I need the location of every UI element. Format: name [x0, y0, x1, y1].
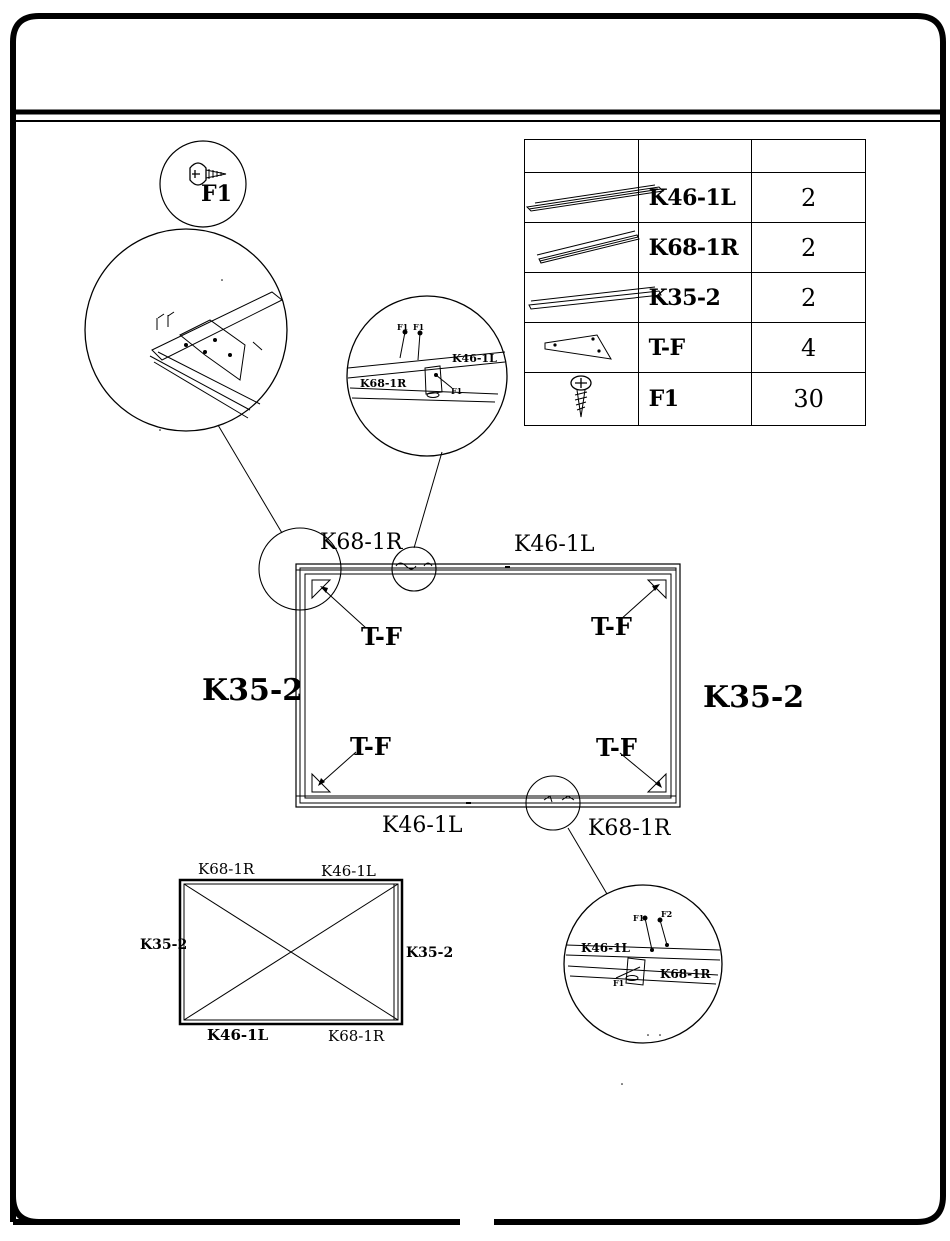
callout-f1-label: F1	[633, 913, 644, 923]
callout-part-label: K46-1L	[581, 941, 630, 955]
table-row: T-F 4	[525, 323, 866, 373]
table-row: F1 30	[525, 373, 866, 426]
callout-f1-label: F1	[613, 978, 624, 988]
small-frame-label-top-left: K68-1R	[198, 860, 254, 878]
frame-label-bottom-right: K68-1R	[588, 816, 670, 841]
part-quantity: 4	[752, 323, 866, 373]
bracket-label: T-F	[350, 732, 391, 761]
table-header-cell	[525, 140, 639, 173]
part-quantity: 2	[752, 223, 866, 273]
table-row: K68-1R 2	[525, 223, 866, 273]
small-frame-label-bottom-left: K46-1L	[207, 1026, 268, 1044]
rail-icon	[525, 225, 645, 265]
frame-label-left: K35-2	[202, 673, 303, 708]
parts-list-table: K46-1L 2 K68-1R 2 K35-2 2 T-F	[524, 139, 866, 426]
callout-f1-label: F1	[413, 322, 424, 332]
bracket-label: T-F	[591, 612, 632, 641]
part-quantity: 2	[752, 273, 866, 323]
table-header-row	[525, 140, 866, 173]
part-code: F1	[638, 373, 752, 426]
callout-f1-label: F1	[397, 322, 408, 332]
callout-f2-label: F2	[661, 909, 672, 919]
table-header-cell	[752, 140, 866, 173]
corner-bracket-icon	[541, 325, 621, 365]
callout-part-label: K68-1R	[660, 967, 710, 981]
frame-label-top-left: K68-1R	[320, 530, 402, 555]
part-code: T-F	[638, 323, 752, 373]
screw-icon	[561, 373, 601, 419]
detail-circle-joint-top	[347, 296, 507, 456]
bracket-label: T-F	[361, 622, 402, 651]
frame-label-top-right: K46-1L	[514, 532, 594, 557]
callout-part-label: K68-1R	[360, 377, 406, 390]
small-frame-label-right: K35-2	[406, 945, 453, 961]
table-row: K35-2 2	[525, 273, 866, 323]
short-rail-icon	[525, 275, 665, 315]
part-quantity: 30	[752, 373, 866, 426]
frame-label-bottom-left: K46-1L	[382, 813, 462, 838]
page-border-corner-bl	[13, 1196, 39, 1222]
table-header-cell	[638, 140, 752, 173]
small-frame-label-top-right: K46-1L	[321, 862, 376, 880]
part-code: K68-1R	[638, 223, 752, 273]
small-frame-label-left: K35-2	[140, 937, 187, 953]
callout-f1-label: F1	[451, 386, 462, 396]
detail-circle-corner	[85, 229, 287, 431]
screw-badge-label: F1	[201, 181, 232, 207]
speck	[621, 1083, 623, 1085]
leader-line	[218, 425, 282, 533]
bracket-label: T-F	[596, 733, 637, 762]
main-frame	[259, 528, 680, 830]
table-row: K46-1L 2	[525, 173, 866, 223]
part-quantity: 2	[752, 173, 866, 223]
small-frame-label-bottom-right: K68-1R	[328, 1027, 384, 1045]
small-frame	[180, 880, 402, 1024]
leader-line	[414, 452, 442, 548]
callout-part-label: K46-1L	[452, 352, 497, 365]
detail-circle-joint-bottom	[564, 885, 722, 1043]
frame-label-right: K35-2	[703, 680, 804, 715]
long-rail-icon	[525, 175, 665, 215]
